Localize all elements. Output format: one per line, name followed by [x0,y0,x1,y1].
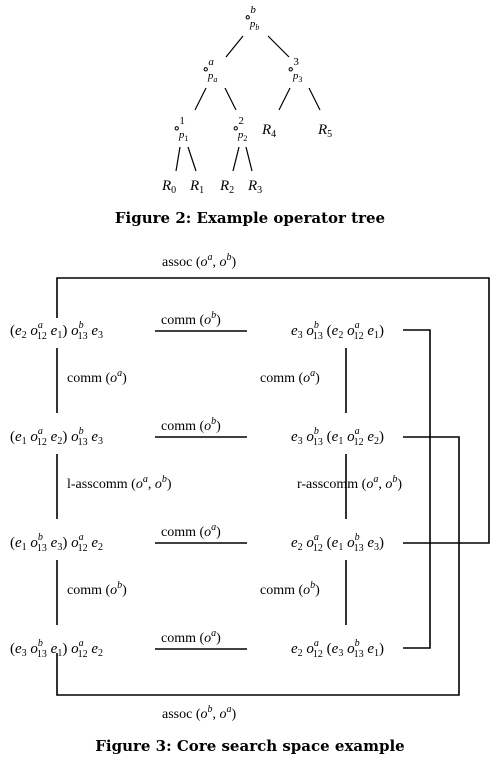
tree-leaf-r1: R1 [189,178,204,196]
tree-edges [175,35,321,172]
assoc-bottom-label: assoc (ob, oa) [162,704,237,722]
diagram-lines [56,277,490,696]
right-vertical-label-3: comm (ob) [260,580,320,598]
left-vertical-label-1: comm (oa) [67,368,127,386]
right-vertical-label-2: r-asscomm (oa, ob) [297,474,402,492]
tree-leaf-r2: R2 [219,178,234,196]
tree-leaf-r3: R3 [247,178,262,196]
comm-label-row3: comm (oa) [161,522,221,540]
assoc-top-label: assoc (oa, ob) [162,252,237,270]
left-vertical-label-2: l-asscomm (oa, ob) [67,474,172,492]
tree-leaf-r5: R5 [317,122,332,140]
tree-leaf-r0: R0 [161,178,176,196]
comm-label-row2: comm (ob) [161,416,221,434]
comm-label-row1: comm (ob) [161,310,221,328]
figure3-caption: Figure 3: Core search space example [95,737,404,755]
comm-label-row4: comm (oa) [161,628,221,646]
left-vertical-label-3: comm (ob) [67,580,127,598]
right-vertical-label-1: comm (oa) [260,368,320,386]
tree-leaf-r4: R4 [261,122,276,140]
figure2-caption: Figure 2: Example operator tree [115,209,385,227]
